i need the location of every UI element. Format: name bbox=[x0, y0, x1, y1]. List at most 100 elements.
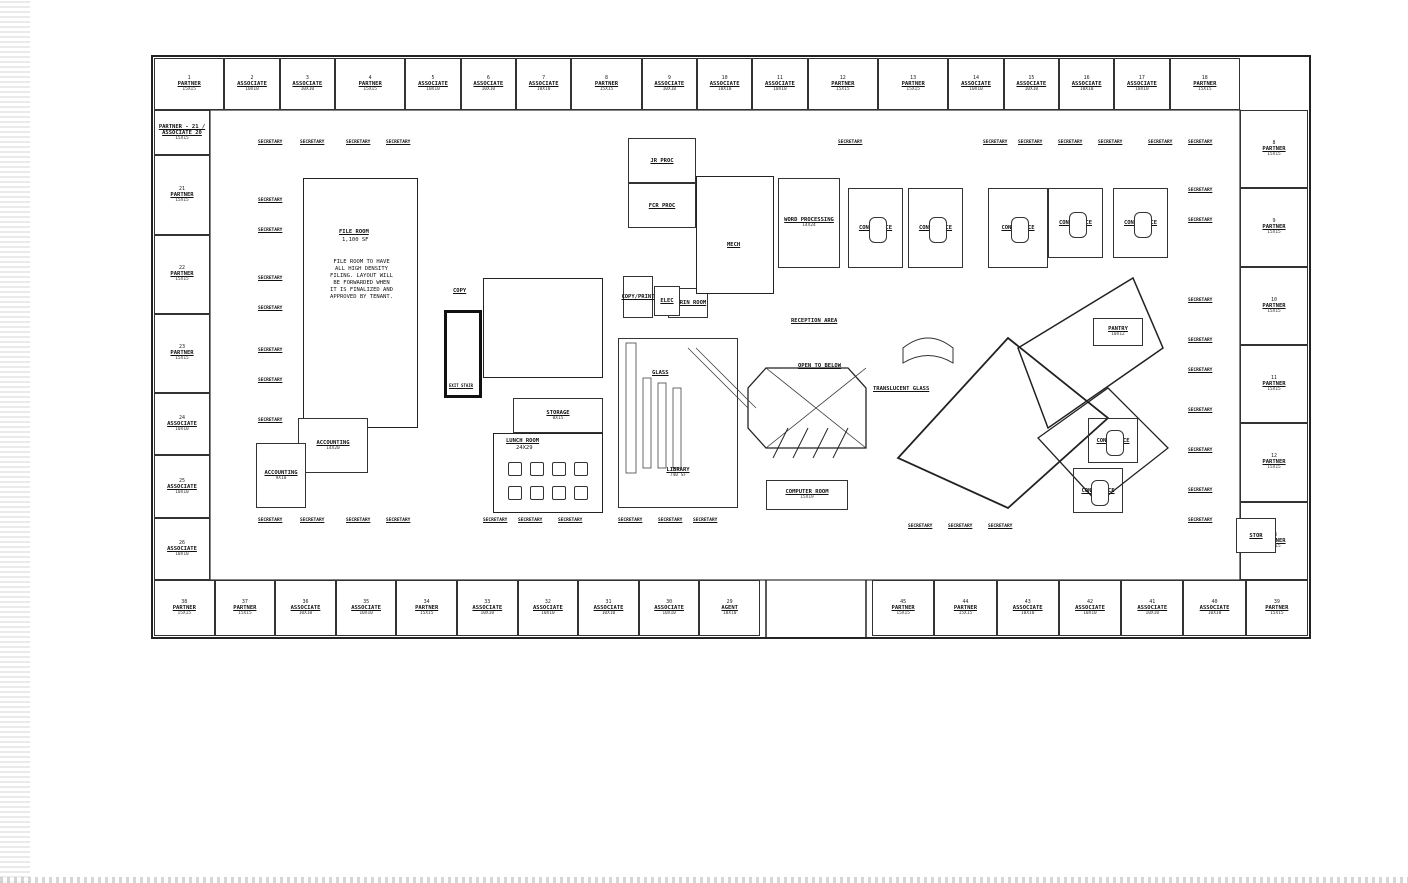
restroom-core bbox=[483, 278, 603, 378]
accounting-room-name: ACCOUNTING bbox=[264, 469, 298, 476]
office-size: 10X10 bbox=[722, 611, 737, 616]
office-name: PARTNER bbox=[1262, 302, 1286, 309]
lunch-room[interactable]: LUNCH ROOM 24X29 bbox=[493, 433, 603, 513]
office-name: PARTNER bbox=[415, 605, 439, 611]
secretary-station-label: SECRETARY bbox=[983, 140, 1008, 145]
secretary-station-label: SECRETARY bbox=[1188, 368, 1213, 373]
office-name: ASSOCIATE bbox=[532, 605, 563, 611]
office-size: 15X15 bbox=[175, 135, 189, 141]
conference-room-4[interactable]: CONFERENCE bbox=[1113, 188, 1168, 258]
office-name: PARTNER bbox=[1262, 224, 1286, 231]
conference-room-3[interactable]: CONFERENCE bbox=[1048, 188, 1103, 258]
accounting-office-size: 14X20 bbox=[326, 445, 340, 451]
office-num: 12 bbox=[1270, 453, 1278, 460]
lunch-table bbox=[574, 462, 588, 476]
office-name: ASSOCIATE bbox=[593, 605, 624, 611]
office-size: 15X15 bbox=[177, 611, 192, 616]
conference-room-5[interactable]: CONFERENCE bbox=[1088, 418, 1138, 463]
storage-room[interactable]: STORAGE 8X15 bbox=[513, 398, 603, 433]
secretary-station-label: SECRETARY bbox=[258, 348, 283, 353]
office-num: 9 bbox=[1272, 218, 1276, 225]
proc-office-2[interactable]: FCR PROC bbox=[628, 183, 696, 228]
office-num: 21 bbox=[178, 185, 186, 192]
accounting-office[interactable]: ACCOUNTING 14X20 bbox=[298, 418, 368, 473]
proc-office-1[interactable]: JR PROC bbox=[628, 138, 696, 183]
office-name: ASSOCIATE bbox=[961, 81, 991, 87]
office-size: 15X15 bbox=[1267, 230, 1281, 236]
accounting-room[interactable]: ACCOUNTING 9X18 bbox=[256, 443, 306, 508]
storage-east[interactable]: STOR bbox=[1236, 518, 1276, 553]
library-name: LIBRARY bbox=[666, 467, 690, 473]
conference-table bbox=[1091, 479, 1109, 506]
copy-print-room[interactable]: COPY/PRINT bbox=[621, 276, 655, 318]
library[interactable]: LIBRARY 740 SF bbox=[618, 338, 738, 508]
office-name: ASSOCIATE bbox=[292, 81, 323, 87]
office-name: ASSOCIATE bbox=[654, 81, 685, 87]
conference-room-0[interactable]: CONFERENCE bbox=[848, 188, 903, 268]
lunch-room-name: LUNCH ROOM bbox=[506, 438, 540, 444]
conference-room-6[interactable]: CONFERENCE bbox=[1073, 468, 1123, 513]
conference-room-1[interactable]: CONFERENCE bbox=[908, 188, 963, 268]
word-processing-room[interactable]: WORD PROCESSING 14X24 bbox=[778, 178, 840, 268]
office-num: 10 bbox=[1270, 296, 1278, 303]
office-num: 1 bbox=[187, 75, 191, 81]
pantry[interactable]: PANTRY 10X12 bbox=[1093, 318, 1143, 346]
computer-room[interactable]: COMPUTER ROOM 15X19 bbox=[766, 480, 848, 510]
office-name: PARTNER bbox=[170, 191, 194, 198]
conference-room-2[interactable]: CONFERENCE bbox=[988, 188, 1048, 268]
office-size: 15X15 bbox=[182, 87, 196, 92]
file-room-name: FILE ROOM bbox=[339, 229, 369, 235]
file-room[interactable]: FILE ROOM 1,100 SF FILE ROOM TO HAVE ALL… bbox=[303, 178, 418, 428]
office-size: 10X10 bbox=[1135, 87, 1149, 92]
office-name: ASSOCIATE bbox=[1127, 81, 1157, 87]
